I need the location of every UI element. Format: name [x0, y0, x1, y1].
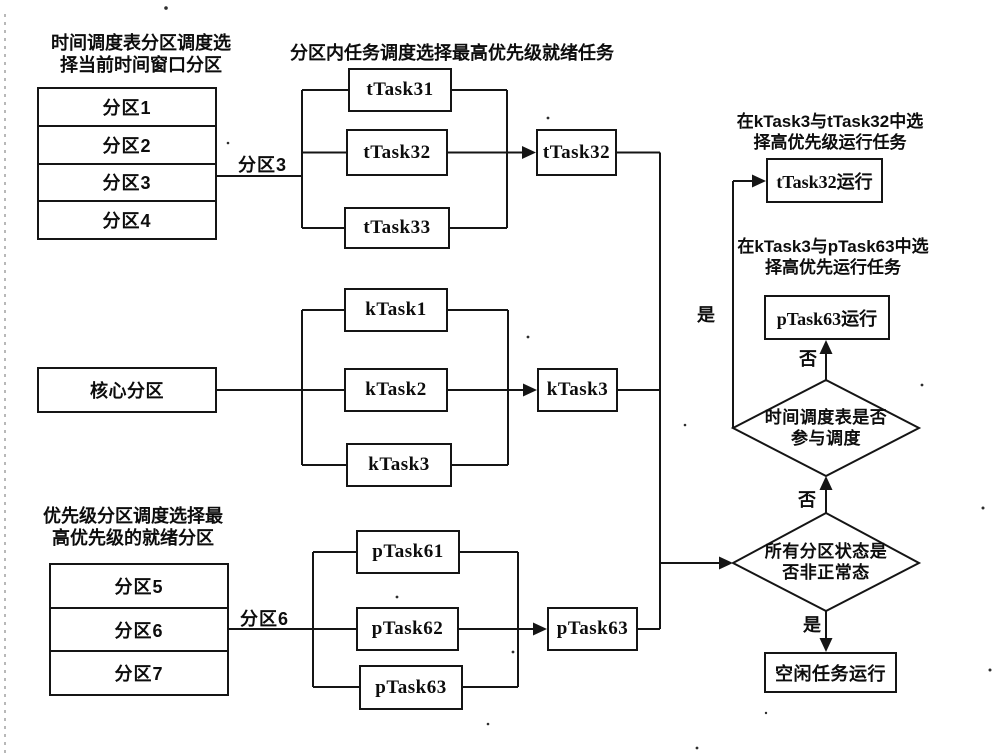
partition-task-title: 分区内任务调度选择最高优先级就绪任务 — [290, 43, 614, 63]
decision-time-table-text: 时间调度表是否 参与调度 — [764, 408, 888, 448]
box-idle-task-run: 空闲任务运行 — [764, 652, 897, 693]
decision-partition-state-text: 所有分区状态是 否非正常态 — [764, 542, 888, 582]
branch-label-partition6: 分区6 — [240, 609, 290, 629]
decision-partition-state-shape — [730, 511, 922, 613]
arrowheads — [522, 146, 833, 652]
label-no-time-table: 否 — [799, 349, 818, 369]
table-row-partition4: 分区4 — [39, 200, 215, 238]
scan-edge-artifact — [4, 14, 6, 754]
time-partition-table: 分区1 分区2 分区3 分区4 — [37, 87, 217, 240]
table-row-partition2: 分区2 — [39, 124, 215, 163]
box-ktask2: kTask2 — [344, 368, 448, 412]
branch-label-partition3: 分区3 — [238, 155, 288, 175]
box-ttask31: tTask31 — [348, 68, 452, 112]
box-ptask61: pTask61 — [356, 530, 460, 574]
box-ptask63-run: pTask63运行 — [764, 295, 890, 340]
box-ptask62: pTask62 — [356, 607, 459, 651]
table-row-partition7: 分区7 — [51, 650, 227, 694]
wire-paths — [217, 89, 827, 688]
time-schedule-title: 时间调度表分区调度选 择当前时间窗口分区 — [51, 33, 231, 75]
table-row-partition5: 分区5 — [114, 576, 164, 597]
priority-partition-table: 分区5 分区6 分区7 — [49, 563, 229, 696]
decision-time-table-shape — [730, 378, 922, 478]
run-select-t-title: 在kTask3与tTask32中选 择高优先级运行任务 — [736, 112, 924, 152]
box-ktask1: kTask1 — [344, 288, 448, 332]
table-row-partition6: 分区6 — [51, 606, 227, 651]
box-ptask63-selected: pTask63 — [547, 607, 638, 651]
priority-title: 优先级分区调度选择最 高优先级的就绪分区 — [43, 506, 223, 548]
box-ptask63: pTask63 — [359, 665, 463, 710]
table-row-partition3: 分区3 — [39, 162, 215, 201]
table-row-partition1: 分区1 — [102, 97, 152, 118]
box-ktask3: kTask3 — [346, 443, 452, 487]
scan-noise — [164, 6, 992, 750]
run-select-p-title: 在kTask3与pTask63中选 择高优先运行任务 — [737, 237, 929, 277]
label-yes-partition-state: 是 — [803, 615, 822, 635]
label-yes-time-table: 是 — [697, 305, 716, 325]
decision-diamonds — [730, 378, 922, 613]
box-ktask3-selected: kTask3 — [537, 368, 618, 412]
box-ttask33: tTask33 — [344, 207, 450, 249]
box-ttask32: tTask32 — [346, 129, 448, 176]
box-core-partition: 核心分区 — [37, 367, 217, 413]
label-no-partition-state: 否 — [798, 490, 817, 510]
box-ttask32-selected: tTask32 — [536, 129, 617, 176]
box-ttask32-run: tTask32运行 — [766, 158, 883, 203]
